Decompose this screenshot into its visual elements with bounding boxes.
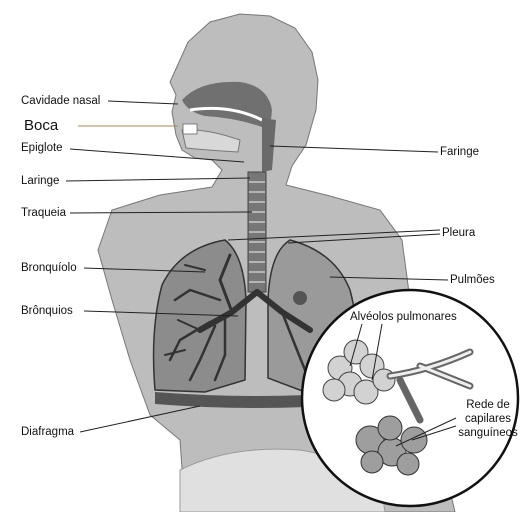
label-cavidade-nasal: Cavidade nasal: [21, 94, 100, 108]
label-rede-line2: capilares: [458, 412, 518, 426]
label-pulmoes: Pulmões: [450, 273, 495, 287]
label-faringe: Faringe: [440, 145, 479, 159]
label-diafragma: Diafragma: [21, 425, 74, 439]
lung-detail: [293, 291, 307, 305]
label-laringe: Laringe: [21, 174, 59, 188]
label-traqueia: Traqueia: [21, 206, 66, 220]
label-alveolos: Alvéolos pulmonares: [350, 310, 457, 324]
label-bronquiolo: Bronquíolo: [21, 261, 77, 275]
label-boca: Boca: [24, 117, 58, 134]
label-bronquios: Brônquios: [21, 304, 73, 318]
label-epiglote: Epiglote: [21, 141, 63, 155]
leader-cavidade-nasal: [108, 101, 178, 104]
label-pleura: Pleura: [442, 226, 475, 240]
teeth: [183, 124, 197, 134]
label-rede-line1: Rede de: [458, 398, 518, 412]
label-rede-line3: sanguíneos: [456, 426, 520, 440]
